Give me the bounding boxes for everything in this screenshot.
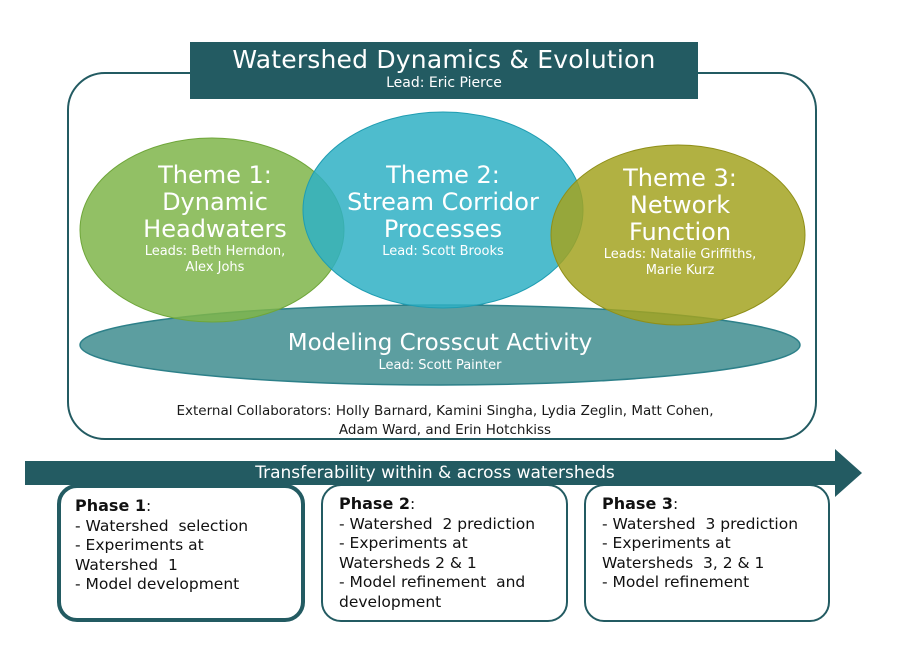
crosscut-label: Modeling Crosscut Activity Lead: Scott P… [200, 330, 680, 374]
title-banner: Watershed Dynamics & Evolution Lead: Eri… [190, 42, 698, 99]
phase-1-box: Phase 1: - Watershed selection - Experim… [57, 484, 305, 622]
theme-2-title-2: Stream Corridor [347, 188, 539, 216]
theme-1-leads-1: Leads: Beth Herndon, [144, 244, 286, 259]
phase-3-box: Phase 3: - Watershed 3 prediction - Expe… [584, 484, 830, 622]
collaborators-line-1: External Collaborators: Holly Barnard, K… [176, 403, 714, 419]
phase-2-item: development [339, 592, 442, 611]
phase-1-colon: : [146, 497, 152, 515]
theme-3-title-3: Function [628, 218, 732, 246]
theme-3-title-2: Network [629, 191, 731, 219]
theme-2-label: Theme 2: Stream Corridor Processes Lead:… [328, 162, 558, 260]
program-title: Watershed Dynamics & Evolution [232, 45, 656, 74]
phase-1-item: - Experiments at [75, 536, 204, 554]
phase-1-item: Watershed 1 [75, 555, 178, 574]
phase-2-box: Phase 2: - Watershed 2 prediction - Expe… [321, 484, 568, 622]
arrow-shape [25, 449, 862, 497]
crosscut-lead: Lead: Scott Painter [378, 358, 502, 373]
theme-1-leads-2: Alex Johs [185, 260, 245, 275]
phase-3-item: - Model refinement [602, 573, 750, 591]
phase-2-colon: : [410, 495, 416, 513]
phase-2-title: Phase 2 [339, 494, 410, 513]
phase-3-item: Watersheds 3, 2 & 1 [602, 553, 765, 572]
theme-2-leads-1: Lead: Scott Brooks [382, 244, 504, 259]
theme-3-label: Theme 3: Network Function Leads: Natalie… [570, 165, 790, 279]
phase-3-item: - Experiments at [602, 534, 731, 552]
phase-2-item: - Experiments at [339, 534, 468, 552]
phase-2-item: Watersheds 2 & 1 [339, 553, 477, 572]
theme-3-title-1: Theme 3: [623, 164, 737, 192]
theme-1-title-2: Dynamic [162, 188, 268, 216]
theme-1-title-1: Theme 1: [158, 161, 272, 189]
phase-3-colon: : [673, 495, 679, 513]
theme-3-ellipse [550, 144, 806, 326]
arrow-label: Transferability within & across watershe… [255, 463, 615, 483]
theme-3-leads-2: Marie Kurz [645, 263, 715, 278]
theme-1-title-3: Headwaters [143, 215, 287, 243]
phase-1-item: - Model development [75, 575, 240, 593]
phase-3-title: Phase 3 [602, 494, 673, 513]
theme-2-title-3: Processes [383, 215, 503, 243]
external-collaborators: External Collaborators: Holly Barnard, K… [120, 402, 770, 440]
phase-1-title: Phase 1 [75, 496, 146, 515]
phase-1-item: - Watershed selection [75, 516, 249, 535]
phase-2-item: - Watershed 2 prediction [339, 514, 536, 533]
program-lead: Lead: Eric Pierce [386, 75, 502, 91]
theme-3-leads-1: Leads: Natalie Griffiths, [603, 247, 757, 262]
crosscut-title: Modeling Crosscut Activity [287, 330, 593, 356]
theme-2-title-1: Theme 2: [386, 161, 500, 189]
collaborators-line-2: Adam Ward, and Erin Hotchkiss [338, 422, 552, 438]
phase-3-item: - Watershed 3 prediction [602, 514, 799, 533]
phase-2-item: - Model refinement and [339, 573, 526, 591]
theme-1-label: Theme 1: Dynamic Headwaters Leads: Beth … [110, 162, 320, 276]
